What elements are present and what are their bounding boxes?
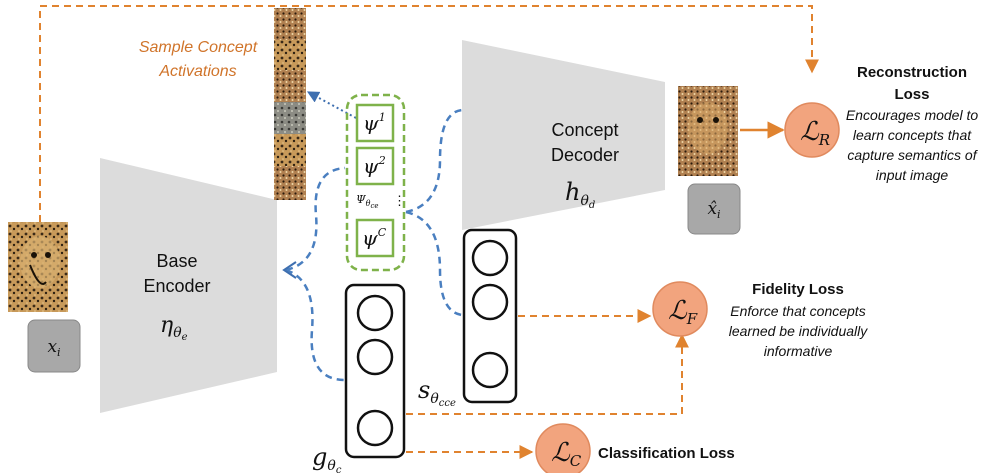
concept-set-box [345, 93, 406, 272]
reconstruction-loss-desc-1: Encourages model to [846, 107, 979, 123]
concept-score-label: sθcce [418, 376, 456, 409]
svg-text:ℒF: ℒF [668, 296, 698, 328]
input-image [8, 222, 68, 312]
input-image-label-box [27, 319, 81, 373]
classifier-node-3 [356, 409, 394, 447]
fidelity-loss-node: ℒF [652, 281, 708, 337]
sample-label-line1: Sample Concept [139, 39, 258, 56]
concept-score-node-3 [471, 351, 509, 389]
concept-score-node-2 [471, 283, 509, 321]
fidelity-loss-desc-3: informative [764, 343, 833, 359]
concept-score-node-1 [471, 239, 509, 277]
reconstructed-image [678, 86, 738, 176]
svg-text:ℒR: ℒR [800, 117, 830, 149]
classifier-to-fidelity-arrow [406, 333, 689, 415]
reconstruction-loss-desc-3: capture semantics of [847, 147, 978, 163]
concept-psi-2-box [355, 146, 395, 186]
classifier-node-1 [356, 294, 394, 332]
classification-loss-title: Classification Loss [598, 445, 735, 462]
fidelity-loss-title: Fidelity Loss [752, 281, 844, 298]
decoder-name-line2: Decoder [551, 145, 619, 165]
classification-loss-node: ℒC [535, 423, 591, 473]
encoder-to-concepts-curve [285, 166, 346, 272]
decoder-symbol: hθd [565, 178, 595, 211]
fidelity-loss-desc-1: Enforce that concepts [730, 303, 865, 319]
concept-decoder-block [462, 40, 665, 230]
classifier-node-2 [356, 338, 394, 376]
reconstructed-image-label: x̂i [707, 199, 720, 221]
concept-psi-1-box [355, 103, 395, 143]
classifier-label: gθc [312, 443, 342, 473]
sample-activation-3 [274, 70, 306, 102]
sample-activation-strip [274, 8, 306, 200]
encoder-name-line2: Encoder [143, 276, 210, 296]
reconstruction-loss-desc-4: input image [876, 167, 949, 183]
input-image-label: xi [47, 337, 60, 359]
sample-activation-2 [274, 40, 306, 70]
concept-psi-c: ψC [362, 226, 387, 250]
sample-activation-1 [274, 8, 306, 40]
encoder-arrowhead [282, 261, 297, 279]
concept-psi-1: ψ1 [363, 111, 386, 135]
reconstruction-loss-desc-2: learn concepts that [853, 127, 972, 143]
svg-text:ℒC: ℒC [551, 438, 582, 470]
concept-psi-2: ψ2 [363, 154, 386, 178]
concept-psi-c-box [355, 218, 395, 258]
fidelity-loss-desc-2: learned be individually [729, 323, 869, 339]
reconstruction-loss-title-line1: Reconstruction [857, 64, 967, 81]
decoder-name-line1: Concept [551, 120, 618, 140]
encoder-name-line1: Base [156, 251, 197, 271]
sample-activation-5 [274, 134, 306, 166]
sample-activation-6 [274, 166, 306, 200]
encoder-to-classifier-curve [285, 268, 346, 382]
input-to-reconstruction-loss-path [39, 5, 819, 222]
reconstruction-loss-title-line2: Loss [894, 86, 929, 103]
sample-label-line2: Activations [158, 63, 236, 80]
encoder-symbol: ηθe [160, 313, 188, 343]
concept-to-sample-arrow [306, 91, 357, 119]
sample-activation-4 [274, 102, 306, 134]
reconstruction-loss-node: ℒR [784, 102, 840, 158]
concept-set-ellipsis: ⋮ [393, 193, 406, 208]
reconstructed-image-label-box [687, 183, 741, 235]
base-encoder-block [100, 158, 277, 413]
concept-set-symbol: Ψθce [356, 193, 379, 210]
concepts-to-decoder-curve [405, 108, 463, 214]
concepts-to-scores-curve [405, 210, 463, 317]
